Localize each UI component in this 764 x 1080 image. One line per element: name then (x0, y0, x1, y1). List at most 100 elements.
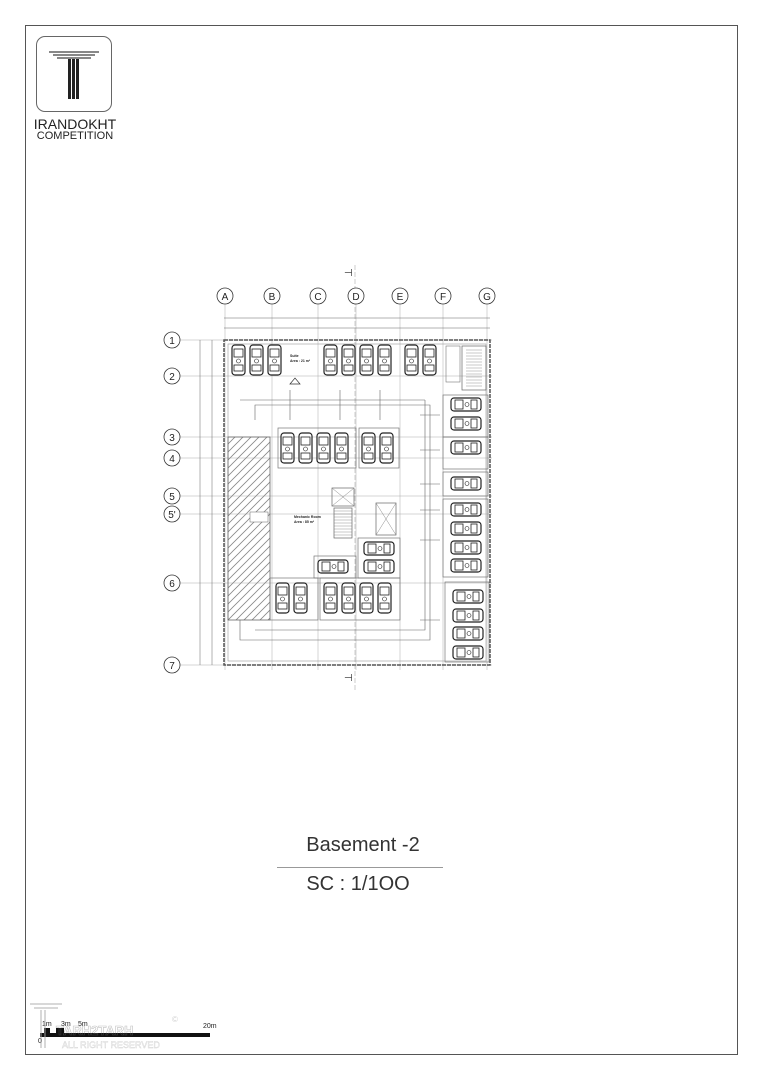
exterior-wall (223, 339, 491, 666)
parking-block (277, 427, 357, 469)
drawing-scale: SC : 1/1OO (306, 873, 410, 895)
parking-block (358, 427, 400, 469)
car-icon (363, 541, 395, 556)
svg-text:0: 0 (38, 1038, 42, 1045)
car-icon (452, 589, 484, 604)
grid-row-label: 1 (169, 336, 175, 347)
graphic-scale-bar: 0 1m 3m 5m 20m (38, 1021, 217, 1045)
grid-column-label: G (483, 292, 491, 303)
grid-bubble (163, 656, 181, 674)
car-icon (450, 540, 482, 555)
car-icon (450, 558, 482, 573)
logo-name: IRANDOKHT (33, 116, 117, 132)
car-icon (293, 582, 308, 614)
car-icon (361, 432, 376, 464)
car-icon (341, 582, 356, 614)
car-icon (404, 344, 419, 376)
ramp-hatch (227, 436, 271, 621)
parking-block (357, 537, 401, 579)
svg-text:20m: 20m (203, 1023, 217, 1030)
car-icon (422, 344, 437, 376)
toilets (445, 345, 461, 383)
car-icon (363, 559, 395, 574)
grid-column-label: B (269, 292, 276, 303)
svg-text:ALL RIGHT RESERVED: ALL RIGHT RESERVED (62, 1040, 160, 1050)
grid-column-label: C (314, 292, 321, 303)
grid-row-label: 2 (169, 372, 175, 383)
grid-bubble (163, 331, 181, 349)
car-icon (450, 440, 482, 455)
circulation-paths (239, 390, 440, 641)
grid-bubble (163, 449, 181, 467)
suite-area: Area : 21 m² (290, 359, 311, 363)
grid-column-label: D (352, 292, 359, 303)
grid-bubble (163, 505, 181, 523)
car-icon (450, 476, 482, 491)
title-divider (277, 867, 443, 868)
parking-block (444, 581, 490, 663)
parking-spaces (231, 344, 484, 660)
suite-label: Suite (290, 354, 299, 358)
grid-bubble (163, 428, 181, 446)
drawing-title: Basement -2 (306, 834, 420, 856)
car-icon (317, 559, 349, 574)
grid-bubble (391, 287, 409, 305)
grid-bubble (309, 287, 327, 305)
car-icon (359, 344, 374, 376)
grid-bubble (347, 287, 365, 305)
sheet-frame (25, 25, 738, 1055)
car-icon (231, 344, 246, 376)
car-icon (452, 645, 484, 660)
parking-block (442, 498, 489, 578)
grid-row-label: 7 (169, 661, 175, 672)
up-arrow-icon (289, 377, 301, 385)
grid-row-label: 3 (169, 433, 175, 444)
grid-bubble (163, 367, 181, 385)
svg-text:3m: 3m (61, 1021, 71, 1028)
svg-text:1m: 1m (42, 1021, 52, 1028)
svg-text:©: © (172, 1015, 178, 1024)
grid-bubble (434, 287, 452, 305)
grid-column-label: F (440, 292, 446, 303)
mechanic-room-label: Mechanic Room (294, 515, 321, 519)
grid-bubble (478, 287, 496, 305)
elevator (375, 502, 397, 536)
grid-bubble (263, 287, 281, 305)
scale-bar-fill (40, 1033, 210, 1037)
car-icon (334, 432, 349, 464)
car-icon (267, 344, 282, 376)
car-icon (452, 608, 484, 623)
grid-row-label: 6 (169, 579, 175, 590)
car-icon (359, 582, 374, 614)
section-marker-bottom: ⊣ (344, 673, 353, 684)
car-icon (452, 626, 484, 641)
car-icon (450, 416, 482, 431)
grid-column-label: E (397, 292, 404, 303)
car-icon (280, 432, 295, 464)
grid-bubble (216, 287, 234, 305)
car-icon (377, 582, 392, 614)
parking-block (313, 555, 357, 579)
car-icon (323, 582, 338, 614)
svg-text:TARH2TARH: TARH2TARH (56, 1023, 134, 1038)
car-icon (249, 344, 264, 376)
car-icon (275, 582, 290, 614)
parking-block (269, 577, 319, 621)
grid-bubble (163, 487, 181, 505)
svg-text:5m: 5m (78, 1021, 88, 1028)
logo-subtitle: COMPETITION (36, 130, 114, 142)
grid-column-label: A (222, 292, 229, 303)
column-icon (49, 51, 99, 99)
car-icon (298, 432, 313, 464)
mechanic-room-area: Area : 85 m² (294, 520, 315, 524)
car-icon (450, 397, 482, 412)
car-icon (377, 344, 392, 376)
car-icon (323, 344, 338, 376)
elevator (331, 487, 355, 507)
grid-bubble (163, 574, 181, 592)
section-marker-top: ⊣ (344, 268, 353, 279)
car-icon (316, 432, 331, 464)
car-icon (450, 502, 482, 517)
car-icon (379, 432, 394, 464)
